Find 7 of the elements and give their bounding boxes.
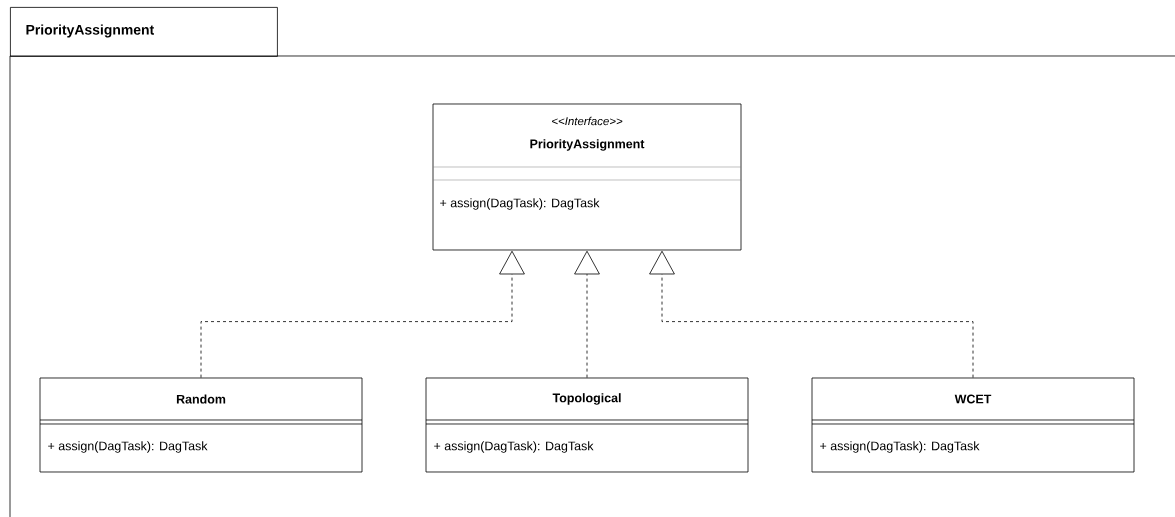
class-box: Topological + assign(DagTask): DagTask xyxy=(425,377,749,473)
class-box: Random + assign(DagTask): DagTask xyxy=(39,377,363,473)
realization-arrow xyxy=(200,250,525,378)
interface-box: <<Interface>> PriorityAssignment + assign(DagTask): DagTask xyxy=(432,103,742,251)
realization-arrow xyxy=(649,250,974,378)
realization-arrow xyxy=(574,250,600,378)
class-box: WCET + assign(DagTask): DagTask xyxy=(811,377,1135,473)
